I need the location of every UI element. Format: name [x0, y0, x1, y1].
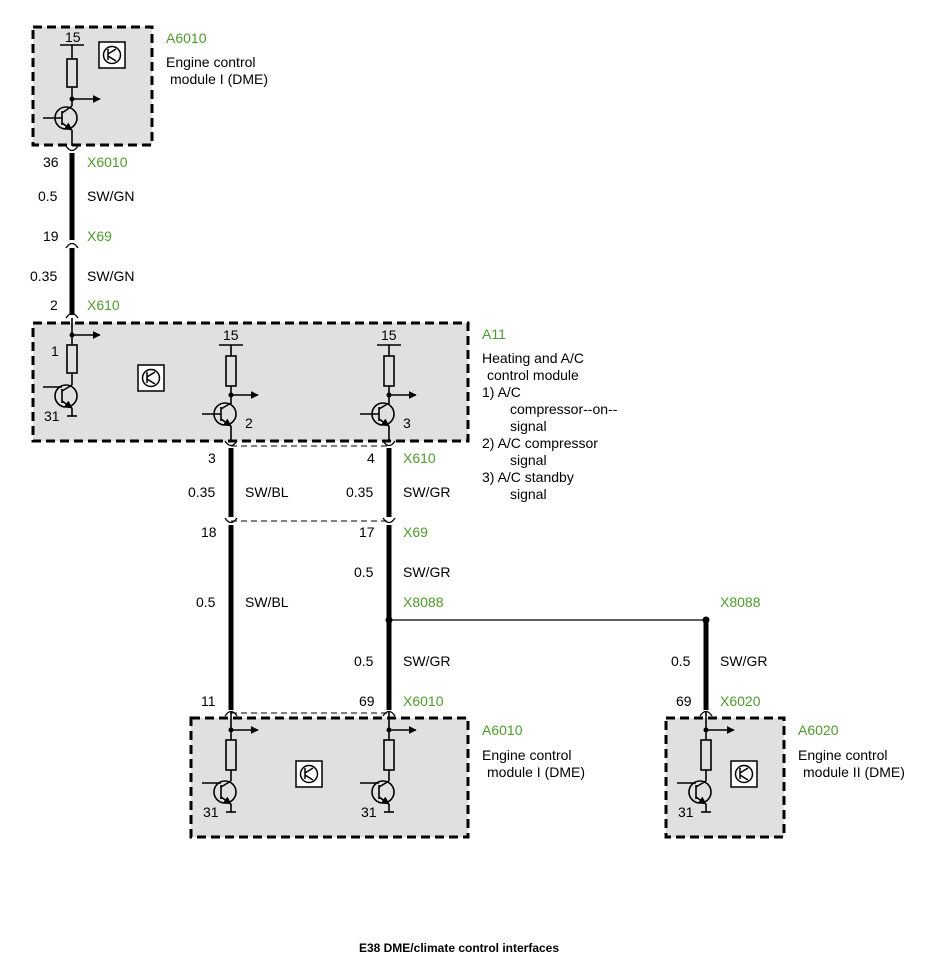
wire-size: 0.35	[30, 268, 57, 284]
pin-label: 15	[65, 29, 81, 45]
component-name: Heating and A/C	[482, 350, 584, 366]
module-a11-box	[31, 321, 470, 443]
connector-pin: 18	[201, 524, 217, 540]
connector-id-x69: X69	[87, 228, 112, 244]
ecu-icon	[98, 41, 126, 69]
pin-label: 31	[678, 804, 694, 820]
connector-id-x6010: X6010	[87, 154, 128, 170]
pin-label: 15	[381, 327, 397, 343]
pin-label: 31	[203, 804, 219, 820]
connector-pin: 3	[208, 450, 216, 466]
component-id-a6010: A6010	[482, 722, 523, 738]
connector-pin: 4	[367, 450, 375, 466]
wire-size: 0.5	[354, 564, 374, 580]
ecu-icon	[137, 364, 165, 392]
connector-id-x610: X610	[403, 450, 436, 466]
connector-id-x8088: X8088	[403, 594, 444, 610]
splice-node	[702, 616, 710, 624]
a6010-bottom-circuit-2: 31	[360, 712, 417, 820]
module-a6020-box	[664, 716, 786, 839]
pin-label: 31	[44, 408, 60, 424]
wire-color: SW/BL	[245, 594, 289, 610]
module-a6010-top-box	[31, 25, 154, 147]
component-id-a11: A11	[482, 326, 506, 342]
wire-size: 0.5	[354, 653, 374, 669]
component-name: Engine control	[798, 747, 888, 763]
ecu-icon	[730, 760, 758, 788]
signal-note: signal	[510, 486, 547, 502]
component-id-a6020: A6020	[798, 722, 839, 738]
a6010-top-circuit: 15	[43, 29, 101, 146]
signal-note: 3) A/C standby	[482, 469, 574, 485]
component-name: control module	[487, 367, 579, 383]
a6020-circuit: 31	[677, 712, 735, 820]
connector-pin: 11	[201, 693, 216, 709]
a11-circuit-1: 1 31	[43, 318, 101, 424]
a11-circuit-2: 15 2	[202, 327, 259, 442]
pin-label: 2	[245, 415, 253, 431]
signal-note: compressor--on--	[510, 401, 618, 417]
wire-color: SW/GR	[403, 653, 450, 669]
connector-pin: 19	[43, 228, 59, 244]
a6010-bottom-circuit-1: 31	[202, 712, 259, 820]
pin-label: 1	[51, 343, 59, 359]
wire-color: SW/BL	[245, 484, 289, 500]
wire-size: 0.35	[188, 484, 215, 500]
signal-note: signal	[510, 452, 547, 468]
connector-id-x610: X610	[87, 297, 120, 313]
wire-color: SW/GR	[403, 484, 450, 500]
wire-harness	[69, 153, 710, 710]
connector-pin: 69	[359, 693, 375, 709]
wire-color: SW/GN	[87, 188, 134, 204]
signal-note: signal	[510, 418, 547, 434]
splice-node	[385, 616, 393, 624]
connector-id-x69: X69	[403, 524, 428, 540]
component-name: Engine control	[166, 54, 256, 70]
component-name: Engine control	[482, 747, 572, 763]
connector-pin: 17	[359, 524, 375, 540]
component-name: module II (DME)	[803, 764, 905, 780]
wire-color: SW/GN	[87, 268, 134, 284]
pin-label: 31	[361, 804, 377, 820]
pin-label: 15	[223, 327, 239, 343]
signal-note: 2) A/C compressor	[482, 435, 598, 451]
module-a6010-bottom-box	[189, 716, 470, 839]
connector-pin: 2	[50, 297, 58, 313]
wire-size: 0.5	[38, 188, 58, 204]
ecu-icon	[295, 760, 323, 788]
a11-circuit-3: 15 3	[360, 327, 417, 442]
wire-size: 0.35	[346, 484, 373, 500]
connector-id-x8088: X8088	[720, 594, 761, 610]
wire-size: 0.5	[671, 653, 691, 669]
diagram-caption: E38 DME/climate control interfaces	[359, 941, 559, 955]
connector-marks	[65, 145, 713, 717]
connector-pin: 36	[43, 154, 59, 170]
component-name: module I (DME)	[487, 764, 585, 780]
pin-label: 3	[403, 415, 411, 431]
component-id-a6010: A6010	[166, 30, 207, 46]
wire-color: SW/GR	[720, 653, 767, 669]
connector-id-x6020: X6020	[720, 693, 761, 709]
component-name: module I (DME)	[170, 71, 268, 87]
connector-pin: 69	[676, 693, 692, 709]
connector-id-x6010: X6010	[403, 693, 444, 709]
wire-color: SW/GR	[403, 564, 450, 580]
wire-size: 0.5	[196, 594, 216, 610]
signal-note: 1) A/C	[482, 384, 521, 400]
